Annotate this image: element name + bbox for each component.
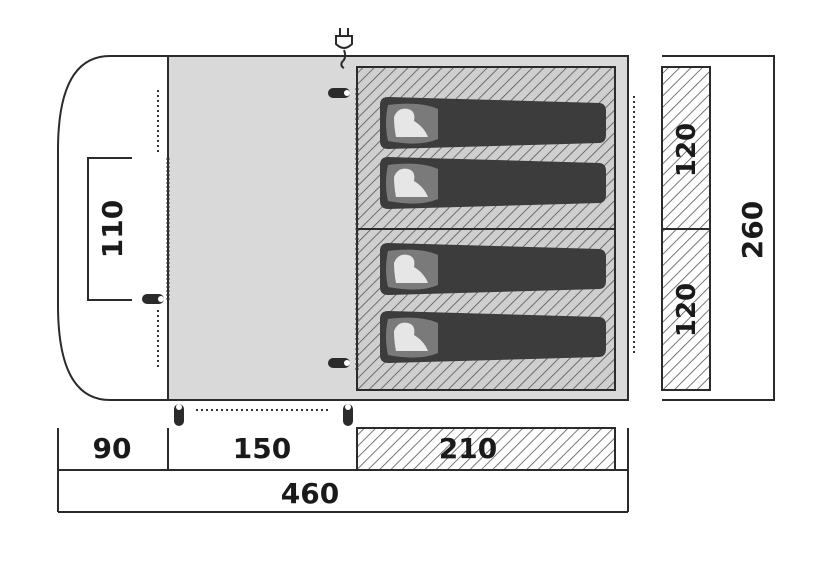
width-total-label: 260 bbox=[736, 201, 769, 259]
length-total-label: 460 bbox=[281, 477, 339, 510]
width-bedroom-1-box bbox=[661, 66, 711, 230]
sleeping-bag-icon bbox=[380, 97, 606, 363]
length-bedroom-label: 210 bbox=[439, 432, 497, 465]
width-total-bracket bbox=[662, 55, 775, 401]
vestibule-depth-bracket bbox=[87, 157, 132, 301]
electric-hookup-icon bbox=[335, 28, 353, 69]
width-bedroom-1-label: 120 bbox=[672, 123, 702, 177]
length-living-label: 150 bbox=[233, 432, 291, 465]
length-front-label: 90 bbox=[93, 432, 132, 465]
door-zip-icon bbox=[142, 88, 353, 426]
width-bedroom-2-label: 120 bbox=[672, 283, 702, 337]
width-bedroom-2-box bbox=[661, 228, 711, 391]
tent-outline bbox=[57, 55, 168, 401]
vestibule-depth-label: 110 bbox=[96, 200, 129, 258]
